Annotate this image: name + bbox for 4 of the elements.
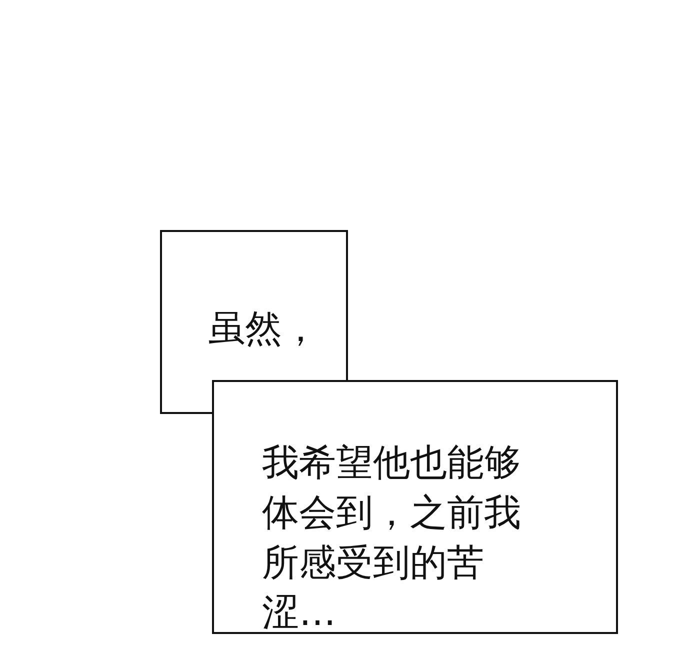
caption-box bbox=[160, 230, 348, 380]
caption-text: 我希望他也能够体会到，之前我所感受到的苦涩… bbox=[262, 440, 522, 636]
caption-box bbox=[212, 380, 618, 634]
caption-text: 虽然， bbox=[208, 306, 320, 352]
